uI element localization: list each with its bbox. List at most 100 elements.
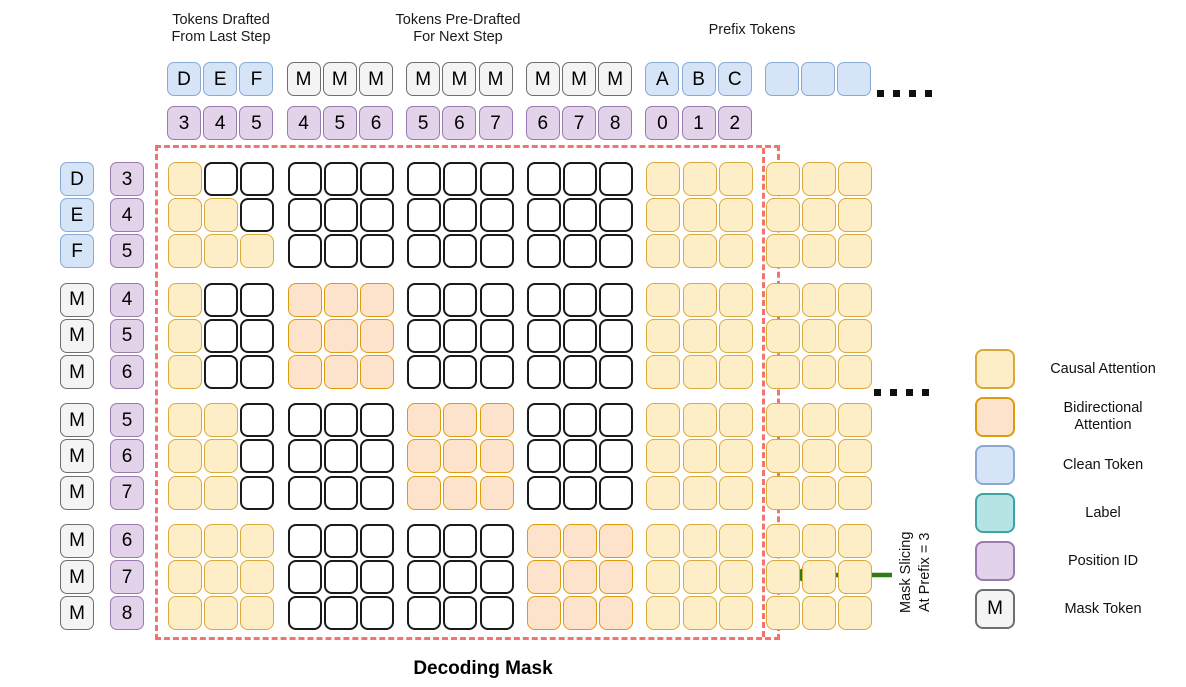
mask-cell-r2-c0: [168, 234, 202, 269]
mask-cell-r2-c2: [240, 234, 275, 269]
mask-slicing-boundary: [155, 145, 780, 640]
row-token-2-2: M: [60, 475, 94, 510]
mask-cell-r3-c2: [240, 282, 275, 317]
mask-cell-r8-c5: [360, 475, 394, 510]
mask-cell-r2-c11: [599, 234, 634, 269]
mask-cell-r10-c1: [204, 560, 239, 594]
mask-cell-r7-c16: [802, 439, 837, 474]
mask-cell-r5-c13: [682, 355, 717, 389]
mask-cell-r8-c15: [766, 475, 800, 510]
mask-cell-r11-c6: [407, 596, 442, 631]
mask-cell-r9-c12: [646, 523, 681, 558]
mask-cell-r10-c12: [646, 560, 681, 594]
legend-label-mask-token: Mask Token: [1064, 600, 1142, 617]
mask-cell-r6-c13: [682, 403, 717, 438]
mask-cell-r7-c15: [766, 439, 800, 474]
mask-cell-r7-c14: [718, 439, 753, 474]
mask-cell-r7-c5: [360, 439, 394, 474]
mask-cell-r3-c11: [599, 282, 634, 317]
mask-cell-r3-c10: [563, 282, 597, 317]
mask-cell-r4-c10: [563, 318, 597, 353]
mask-cell-r2-c7: [443, 234, 478, 269]
mask-cell-r3-c17: [838, 282, 873, 317]
mask-cell-r6-c0: [168, 403, 202, 438]
mask-cell-r5-c4: [323, 355, 358, 389]
mask-cell-r6-c11: [599, 403, 634, 438]
mask-cell-r5-c11: [599, 355, 634, 389]
column-token-1-0: M: [286, 62, 321, 96]
row-token-2-0: M: [60, 403, 94, 438]
mask-cell-r0-c0: [168, 162, 202, 196]
mask-cell-r8-c16: [802, 475, 837, 510]
legend-label-clean-token: Clean Token: [1062, 456, 1144, 473]
mask-cell-r6-c17: [838, 403, 873, 438]
mask-cell-r10-c7: [443, 560, 478, 594]
mask-cell-r10-c14: [718, 560, 753, 594]
legend-label-position-id: Position ID: [1067, 552, 1139, 569]
mask-cell-r9-c5: [360, 523, 394, 558]
mask-cell-r2-c9: [526, 234, 561, 269]
mask-cell-r8-c12: [646, 475, 681, 510]
mask-cell-r8-c13: [682, 475, 717, 510]
mask-cell-r10-c0: [168, 560, 202, 594]
mask-cell-r10-c13: [682, 560, 717, 594]
mask-cell-r9-c6: [407, 523, 442, 558]
mask-cell-r11-c11: [599, 596, 634, 631]
mask-cell-r11-c14: [718, 596, 753, 631]
mask-cell-r5-c16: [802, 355, 837, 389]
column-group-caption-predrafted-next: Tokens Pre-Drafted For Next Step: [395, 12, 521, 45]
mask-cell-r1-c4: [323, 198, 358, 233]
legend-row-label: Label: [975, 489, 1185, 537]
mask-cell-r1-c0: [168, 198, 202, 233]
mask-cell-r0-c16: [802, 162, 837, 196]
column-token-4-2: C: [717, 62, 752, 96]
mask-cell-r11-c8: [479, 596, 514, 631]
mask-cell-r8-c11: [599, 475, 634, 510]
mask-cell-r0-c7: [443, 162, 478, 196]
legend-swatch-causal-attention: [975, 349, 1015, 389]
mask-cell-r7-c1: [204, 439, 239, 474]
mask-cell-r10-c2: [240, 560, 275, 594]
mask-cell-r5-c8: [479, 355, 514, 389]
mask-cell-r1-c17: [838, 198, 873, 233]
column-token-1-1: M: [322, 62, 357, 96]
row-position-id-3-1: 7: [110, 560, 144, 594]
row-token-1-1: M: [60, 318, 94, 353]
mask-cell-r4-c1: [204, 318, 239, 353]
column-position-id-4-0: 0: [645, 106, 680, 140]
mask-cell-r0-c6: [407, 162, 442, 196]
mask-cell-r2-c5: [360, 234, 394, 269]
mask-cell-r1-c1: [204, 198, 239, 233]
mask-cell-r9-c17: [838, 523, 873, 558]
column-token-4-4: [801, 62, 836, 96]
legend-swatch-position-id: [975, 541, 1015, 581]
legend-swatch-clean-token: [975, 445, 1015, 485]
mask-cell-r7-c2: [240, 439, 275, 474]
column-position-id-0-1: 4: [203, 106, 238, 140]
mask-cell-r6-c14: [718, 403, 753, 438]
mask-cell-r9-c3: [287, 523, 322, 558]
row-token-3-2: M: [60, 596, 94, 631]
mask-cell-r0-c5: [360, 162, 394, 196]
mask-cell-r1-c6: [407, 198, 442, 233]
mask-cell-r11-c16: [802, 596, 837, 631]
mask-cell-r5-c2: [240, 355, 275, 389]
mask-cell-r11-c2: [240, 596, 275, 631]
mask-cell-r1-c3: [287, 198, 322, 233]
mask-cell-r9-c0: [168, 523, 202, 558]
row-position-id-3-2: 8: [110, 596, 144, 631]
mask-cell-r7-c4: [323, 439, 358, 474]
column-position-id-3-1: 7: [562, 106, 596, 140]
mask-cell-r4-c12: [646, 318, 681, 353]
row-position-id-1-0: 4: [110, 282, 144, 317]
mask-cell-r10-c4: [323, 560, 358, 594]
mask-cell-r10-c6: [407, 560, 442, 594]
mask-cell-r6-c12: [646, 403, 681, 438]
mask-cell-r6-c6: [407, 403, 442, 438]
column-token-3-1: M: [562, 62, 596, 96]
mask-cell-r4-c7: [443, 318, 478, 353]
mask-cell-r3-c5: [360, 282, 394, 317]
row-position-id-0-2: 5: [110, 234, 144, 269]
mask-cell-r7-c7: [443, 439, 478, 474]
